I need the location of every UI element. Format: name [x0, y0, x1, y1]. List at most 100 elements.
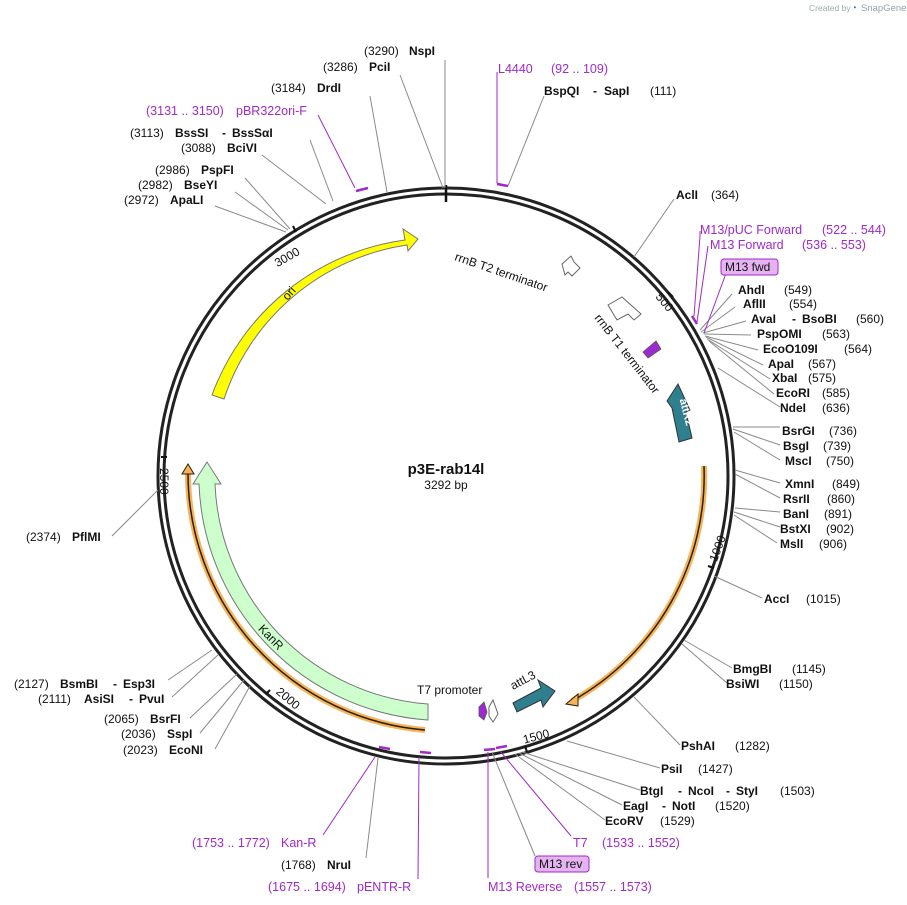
site-btgi[interactable]: BtgI	[640, 784, 663, 798]
site-bsiwi[interactable]: BsiWI	[726, 677, 759, 691]
primer-m13-forward-pos: (536 .. 553)	[802, 238, 866, 252]
rrnb-t1-terminator-feature[interactable]	[607, 296, 642, 321]
site-bsrgi[interactable]: BsrGI	[782, 424, 815, 438]
site-bspqi[interactable]: BspQI	[544, 84, 579, 98]
feature-arc-line	[571, 465, 705, 702]
site-ncoi[interactable]: NcoI	[688, 784, 714, 798]
site-pflmi-pos: (2374)	[26, 530, 61, 544]
site-xbai[interactable]: XbaI	[772, 371, 797, 385]
primer-m13-reverse-pos: (1557 .. 1573)	[574, 880, 652, 894]
site-rsrii-pos: (860)	[827, 492, 855, 506]
rrnb-t2-terminator-feature[interactable]	[561, 255, 581, 277]
site-bsiwi-pos: (1150)	[779, 677, 813, 691]
site-bsmbi[interactable]: BsmBI	[60, 677, 98, 691]
ruler-tick	[524, 745, 528, 753]
site-ecoo109i[interactable]: EcoO109I	[763, 342, 818, 356]
site-avai[interactable]: AvaI	[751, 312, 776, 326]
site-pvui[interactable]: PvuI	[139, 692, 164, 706]
attl3-feature[interactable]	[512, 678, 556, 713]
site-econi-pos: (2023)	[123, 743, 158, 757]
site-aflii-pos: (554)	[789, 297, 817, 311]
primer-kan-r-pos: (1753 .. 1772)	[192, 836, 270, 850]
kanr-feature[interactable]	[192, 461, 429, 721]
attr2-feature[interactable]	[666, 382, 693, 443]
plasmid-size: 3292 bp	[424, 478, 468, 492]
badge-m13-rev[interactable]	[534, 855, 590, 873]
site-psii[interactable]: PsiI	[661, 762, 682, 776]
site-pflmi[interactable]: PflMI	[72, 530, 101, 544]
site-econi[interactable]: EcoNI	[169, 743, 203, 757]
site-sspi[interactable]: SspI	[167, 727, 192, 741]
site-rsrii[interactable]: RsrII	[783, 492, 810, 506]
t7-promoter-feature[interactable]	[488, 698, 499, 723]
site-bsssi[interactable]: BssSI	[175, 126, 208, 140]
site-bsgi[interactable]: BsgI	[783, 439, 809, 453]
site-pspomi[interactable]: PspOMI	[757, 327, 802, 341]
primer-pentr-r[interactable]: pENTR-R	[357, 880, 411, 894]
site-esp3i[interactable]: Esp3I	[123, 677, 155, 691]
site-eagi[interactable]: EagI	[623, 799, 648, 813]
site-xmni[interactable]: XmnI	[785, 477, 814, 491]
site-bani-pos: (891)	[824, 507, 852, 521]
site-noti[interactable]: NotI	[672, 799, 695, 813]
site-bsmbi-pos: (2127)	[14, 677, 49, 691]
site-apali[interactable]: ApaLI	[170, 193, 203, 207]
site-acli[interactable]: AclI	[676, 188, 698, 202]
site-bmgbi[interactable]: BmgBI	[733, 662, 772, 676]
site-pcii[interactable]: PciI	[369, 60, 390, 74]
site-avai-sep: -	[792, 312, 796, 326]
primer-l4440-pos: (92 .. 109)	[551, 62, 608, 76]
primer-m13-forward[interactable]: M13 Forward	[710, 238, 784, 252]
primer-bind-feature[interactable]	[642, 340, 662, 359]
site-ecoo109i-pos: (564)	[844, 342, 872, 356]
plasmid-name: p3E-rab14l	[408, 461, 485, 478]
primer-l4440[interactable]: L4440	[498, 62, 533, 76]
site-bsssai[interactable]: BssSαI	[232, 126, 273, 140]
primer-pbr322ori-f[interactable]: pBR322ori-F	[236, 104, 307, 118]
site-ahdi[interactable]: AhdI	[738, 283, 765, 297]
site-ecorv[interactable]: EcoRV	[605, 814, 643, 828]
site-bsmbi-sep: -	[113, 677, 117, 691]
arc-arrowhead-right	[564, 692, 579, 707]
site-sspi-pos: (2036)	[121, 727, 156, 741]
site-eagi-pos: (1520)	[715, 799, 750, 813]
attl3-label: attL3	[508, 668, 538, 693]
primer-t7[interactable]: T7	[573, 836, 588, 850]
site-bspqi-pos: (111)	[650, 84, 676, 98]
site-nspi[interactable]: NspI	[409, 44, 435, 58]
site-apai[interactable]: ApaI	[768, 357, 794, 371]
site-bseyi[interactable]: BseYI	[184, 178, 217, 192]
site-nspi-pos: (3290)	[364, 44, 399, 58]
site-pspfi[interactable]: PspFI	[201, 163, 234, 177]
badge-m13-fwd[interactable]	[720, 258, 779, 276]
site-bstxi[interactable]: BstXI	[780, 522, 811, 536]
site-pcii-pos: (3286)	[323, 60, 358, 74]
site-ndei[interactable]: NdeI	[780, 401, 806, 415]
primer-m13-reverse[interactable]: M13 Reverse	[488, 880, 562, 894]
site-nrui[interactable]: NruI	[327, 858, 351, 872]
site-bsrfi[interactable]: BsrFI	[150, 712, 181, 726]
site-drdi[interactable]: DrdI	[317, 81, 341, 95]
site-acci[interactable]: AccI	[764, 592, 789, 606]
site-acli-pos: (364)	[711, 188, 739, 202]
t7-promoter-label: T7 promoter	[417, 683, 482, 697]
site-msci[interactable]: MscI	[785, 454, 812, 468]
site-acci-pos: (1015)	[806, 592, 841, 606]
site-aflii[interactable]: AflII	[743, 297, 766, 311]
primer-m13-puc-forward[interactable]: M13/pUC Forward	[700, 223, 802, 237]
ori-feature[interactable]	[211, 227, 419, 400]
site-eagi-sep: -	[662, 799, 666, 813]
site-bsobi[interactable]: BsoBI	[802, 312, 837, 326]
site-msli[interactable]: MslI	[780, 537, 803, 551]
site-bcivi[interactable]: BciVI	[227, 141, 257, 155]
t7-primer-bind[interactable]	[478, 701, 488, 721]
site-ecori[interactable]: EcoRI	[776, 386, 810, 400]
site-bani[interactable]: BanI	[783, 507, 809, 521]
site-asisi[interactable]: AsiSI	[84, 692, 114, 706]
primer-marks	[355, 182, 699, 755]
primer-kan-r[interactable]: Kan-R	[281, 836, 316, 850]
site-sapi[interactable]: SapI	[604, 84, 629, 98]
site-ndei-pos: (636)	[822, 401, 850, 415]
site-styi[interactable]: StyI	[736, 784, 758, 798]
site-pshai[interactable]: PshAI	[681, 739, 715, 753]
